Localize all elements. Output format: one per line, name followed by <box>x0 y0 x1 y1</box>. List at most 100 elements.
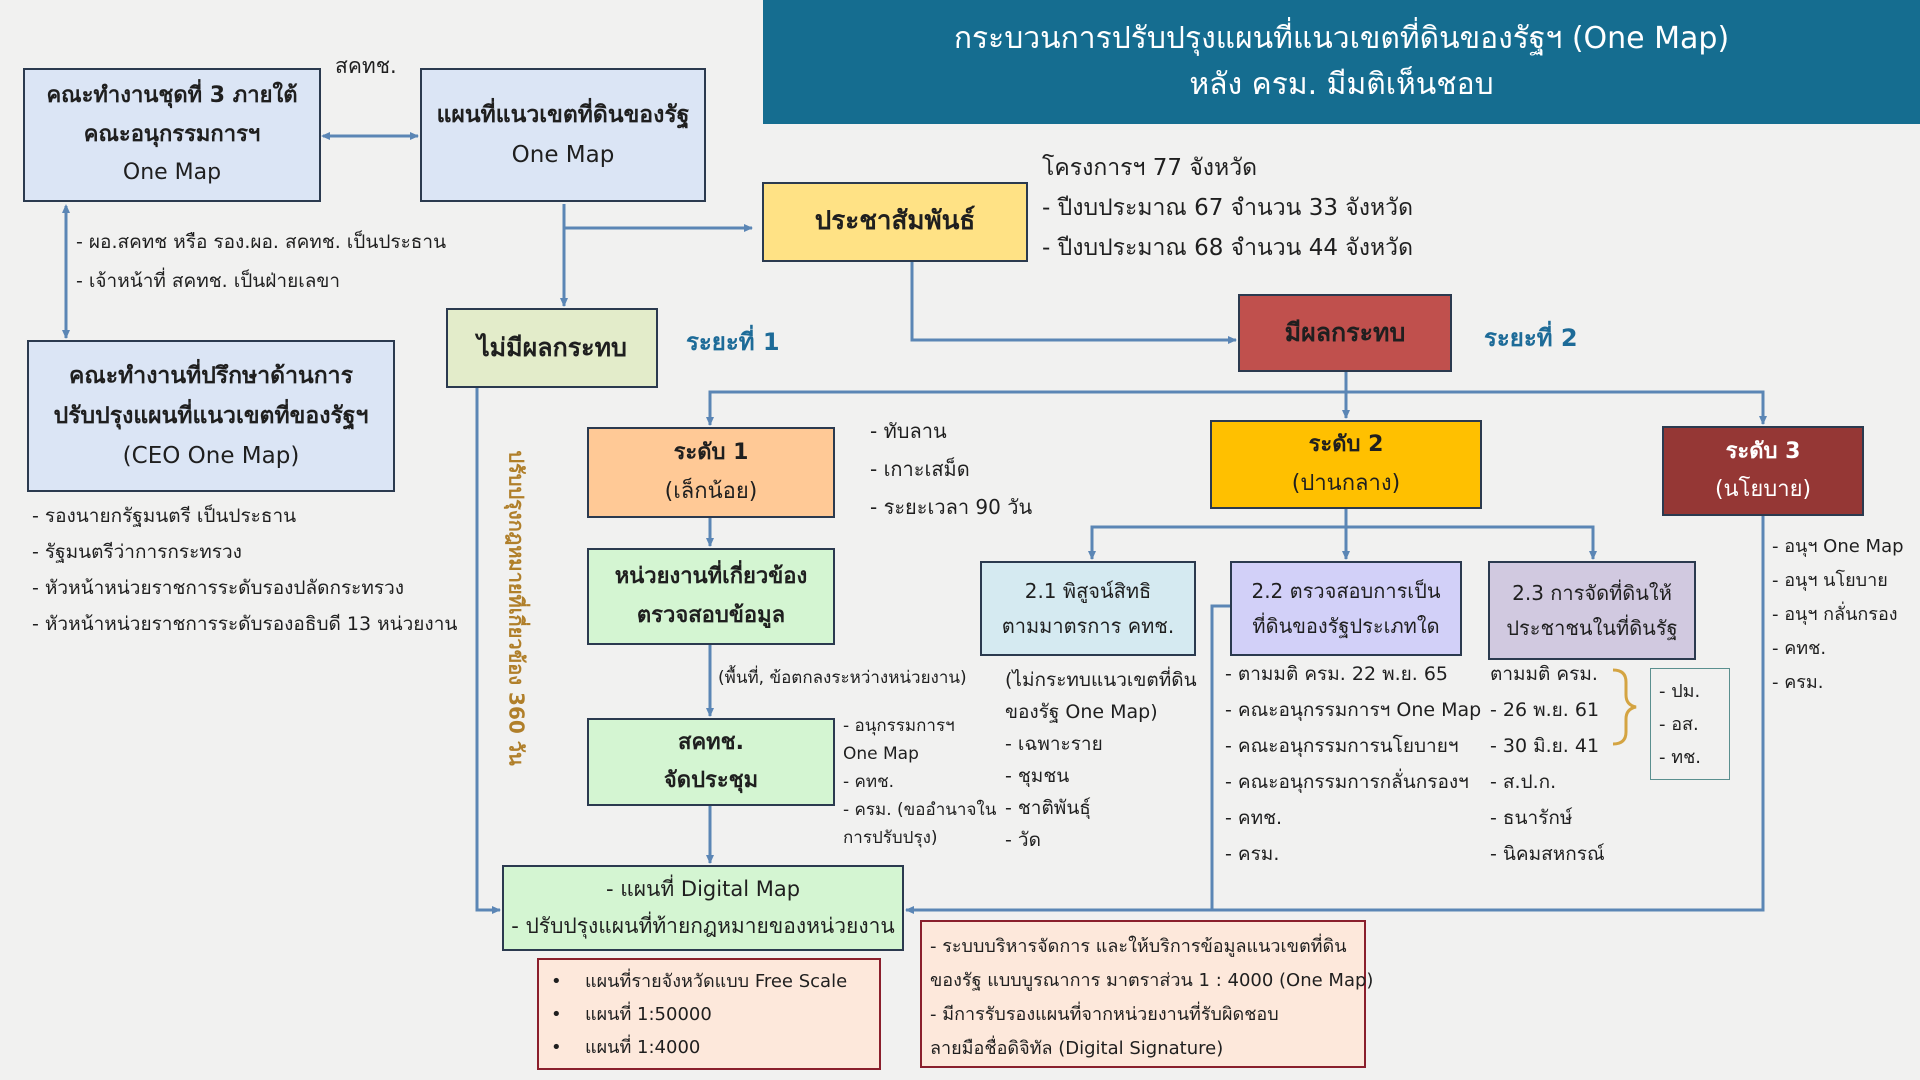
sub21-note-item: ของรัฐ One Map) <box>1005 701 1158 723</box>
meeting-line1: สคทช. <box>678 729 744 755</box>
agencies-check-box: หน่วยงานที่เกี่ยวข้อง ตรวจสอบข้อมูล <box>587 548 835 645</box>
impact-label: มีผลกระทบ <box>1284 318 1406 348</box>
ceo-note-item: - หัวหน้าหน่วยราชการระดับรองอธิบดี 13 หน… <box>32 613 458 635</box>
impact-box: มีผลกระทบ <box>1238 294 1452 372</box>
level2-line2: (ปานกลาง) <box>1291 470 1401 496</box>
sub22-note-item: - คณะอนุกรรมการฯ One Map <box>1225 699 1482 721</box>
level3-note-item: - อนุฯ One Map <box>1772 536 1904 557</box>
sub22-note-item: - ตามมติ ครม. 22 พ.ย. 65 <box>1225 663 1449 685</box>
sub-2-3-box: 2.3 การจัดที่ดินให้ ประชาชนในที่ดินรัฐ <box>1488 561 1696 660</box>
sub21-notes: (ไม่กระทบแนวเขตที่ดิน ของรัฐ One Map) - … <box>1005 664 1197 856</box>
ceo-line1: คณะทำงานที่ปรึกษาด้านการ <box>69 362 353 389</box>
sub23-line2: ประชาชนในที่ดินรัฐ <box>1506 615 1678 640</box>
sub23-side-item: - ทช. <box>1659 747 1702 768</box>
sub21-line1: 2.1 พิสูจน์สิทธิ <box>1024 578 1152 603</box>
ceo-note-item: - รองนายกรัฐมนตรี เป็นประธาน <box>32 505 297 527</box>
sub22-line1: 2.2 ตรวจสอบการเป็น <box>1251 578 1441 603</box>
scale-label: แผนที่ 1:4000 <box>585 1037 701 1058</box>
level3-note-item: - อนุฯ นโยบาย <box>1772 570 1888 591</box>
level3-line1: ระดับ 3 <box>1725 438 1801 464</box>
sub21-note-item: (ไม่กระทบแนวเขตที่ดิน <box>1005 669 1197 691</box>
page-title-line2: หลัง ครม. มีมติเห็นชอบ <box>1189 67 1494 102</box>
pr-note-item: โครงการฯ 77 จังหวัด <box>1042 155 1258 181</box>
system-line2: ของรัฐ แบบบูรณาการ มาตราส่วน 1 : 4000 (O… <box>930 970 1374 991</box>
sub22-note-item: - คทช. <box>1225 807 1283 829</box>
sub22-note-item: - คณะอนุกรรมการกลั่นกรองฯ <box>1225 771 1469 793</box>
phase-2-label: ระยะที่ 2 <box>1484 324 1578 352</box>
sub23-note-item: - 26 พ.ย. 61 <box>1490 699 1600 721</box>
level3-note-item: - คทช. <box>1772 638 1827 659</box>
sub23-note-item: ตามมติ ครม. <box>1490 663 1598 685</box>
level1-line1: ระดับ 1 <box>673 440 749 465</box>
statemap-pr-arrow <box>562 204 753 232</box>
system-line3: - มีการรับรองแผนที่จากหน่วยงานที่รับผิดช… <box>930 1004 1279 1025</box>
sub23-note-item: - นิคมสหกรณ์ <box>1490 843 1605 865</box>
no-impact-box: ไม่มีผลกระทบ <box>446 308 658 388</box>
wg3-line1: คณะทำงานชุดที่ 3 ภายใต้ <box>46 83 298 109</box>
bullet-icon: • <box>551 971 562 992</box>
system-line1: - ระบบบริหารจัดการ และให้บริการข้อมูลแนว… <box>930 936 1347 957</box>
scale-label: แผนที่ 1:50000 <box>585 1004 712 1025</box>
meeting-note-item: - ครม. (ขออำนาจใน <box>843 800 997 820</box>
pr-label: ประชาสัมพันธ์ <box>814 206 976 237</box>
law-revision-text: ปรับปรุงกฎหมายที่เกี่ยวข้อง 360 วัน <box>505 450 530 766</box>
system-line4: ลายมือชื่อดิจิทัล (Digital Signature) <box>930 1038 1224 1059</box>
no-impact-label: ไม่มีผลกระทบ <box>477 333 627 363</box>
okt-label: สคทช. <box>335 54 397 78</box>
scales-list: •แผนที่รายจังหวัดแบบ Free Scale •แผนที่ … <box>551 965 879 1064</box>
level-3-box: ระดับ 3 (นโยบาย) <box>1662 426 1864 516</box>
meeting-notes: - อนุกรรมการฯ One Map - คทช. - ครม. (ขออ… <box>843 712 996 852</box>
level2-sub21-arrow <box>1088 525 1346 560</box>
level1-note-item: - ทับลาน <box>870 419 947 443</box>
level3-notes: - อนุฯ One Map - อนุฯ นโยบาย - อนุฯ กลั่… <box>1772 530 1904 700</box>
impact-level1-arrow <box>706 390 1346 426</box>
agencies-note: (พื้นที่, ข้อตกลงระหว่างหน่วยงาน) <box>718 668 967 688</box>
bullet-icon: • <box>551 1037 562 1058</box>
sub22-notes: - ตามมติ ครม. 22 พ.ย. 65 - คณะอนุกรรมการ… <box>1225 656 1481 872</box>
sub23-notes: ตามมติ ครม. - 26 พ.ย. 61 - 30 มิ.ย. 41 -… <box>1490 656 1605 872</box>
noimpact-digital-arrow <box>475 388 501 914</box>
wg3-line2: คณะอนุกรรมการฯ <box>83 121 261 147</box>
sub21-note-item: - วัด <box>1005 829 1041 851</box>
digital-map-box: - แผนที่ Digital Map - ปรับปรุงแผนที่ท้า… <box>502 865 904 951</box>
ceo-line3: (CEO One Map) <box>122 443 300 470</box>
digital-line1: - แผนที่ Digital Map <box>605 877 801 902</box>
state-map-line1: แผนที่แนวเขตที่ดินของรัฐ <box>436 101 690 128</box>
sub23-note-item: - ธนารักษ์ <box>1490 807 1573 829</box>
wg3-note-item: - ผอ.สคทช หรือ รอง.ผอ. สคทช. เป็นประธาน <box>76 231 447 253</box>
bullet-icon: • <box>551 1004 562 1025</box>
level3-note-item: - อนุฯ กลั่นกรอง <box>1772 604 1898 625</box>
meeting-note-item: - อนุกรรมการฯ <box>843 716 955 736</box>
sub22-line2: ที่ดินของรัฐประเภทใด <box>1252 613 1440 638</box>
meeting-line2: จัดประชุม <box>663 768 759 793</box>
page-header: กระบวนการปรับปรุงแผนที่แนวเขตที่ดินของรั… <box>763 0 1920 124</box>
pr-note-item: - ปีงบประมาณ 68 จำนวน 44 จังหวัด <box>1042 235 1414 261</box>
meeting-note-item: การปรับปรุง) <box>843 828 938 848</box>
pr-notes: โครงการฯ 77 จังหวัด - ปีงบประมาณ 67 จำนว… <box>1042 148 1413 268</box>
level2-sub23-arrow <box>1346 525 1597 560</box>
sub23-note-item: - ส.ป.ก. <box>1490 771 1557 793</box>
wg3-notes: - ผอ.สคทช หรือ รอง.ผอ. สคทช. เป็นประธาน … <box>76 223 446 301</box>
ceo-line2: ปรับปรุงแผนที่แนวเขตที่ของรัฐฯ <box>53 402 369 429</box>
sub21-line2: ตามมาตรการ คทช. <box>1001 613 1175 638</box>
scale-item: • แผนที่ 1:50000 <box>551 998 879 1031</box>
sub23-line1: 2.3 การจัดที่ดินให้ <box>1512 580 1672 605</box>
working-group-3-box: คณะทำงานชุดที่ 3 ภายใต้ คณะอนุกรรมการฯ O… <box>23 68 321 202</box>
meeting-note-item: - คทช. <box>843 772 895 792</box>
sub23-side-list: - ปม. - อส. - ทช. <box>1659 675 1729 774</box>
ceo-one-map-box: คณะทำงานที่ปรึกษาด้านการ ปรับปรุงแผนที่แ… <box>27 340 395 492</box>
page-title-line1: กระบวนการปรับปรุงแผนที่แนวเขตที่ดินของรั… <box>953 20 1730 56</box>
wg3-note-item: - เจ้าหน้าที่ สคทช. เป็นฝ่ายเลขา <box>76 270 341 292</box>
sub21-note-item: - ชาติพันธุ์ <box>1005 797 1091 819</box>
sub21-note-item: - เฉพาะราย <box>1005 733 1103 755</box>
sub22-digital-line <box>1210 604 1230 910</box>
meeting-box: สคทช. จัดประชุม <box>587 718 835 806</box>
level2-line1: ระดับ 2 <box>1308 432 1384 457</box>
state-map-line2: One Map <box>511 142 615 168</box>
brace-icon <box>1612 668 1637 746</box>
pr-note-item: - ปีงบประมาณ 67 จำนวน 33 จังหวัด <box>1042 195 1414 221</box>
level1-note-item: - ระยะเวลา 90 วัน <box>870 495 1033 519</box>
map-scales-box: •แผนที่รายจังหวัดแบบ Free Scale •แผนที่ … <box>537 958 881 1070</box>
sub23-side-box: - ปม. - อส. - ทช. <box>1650 668 1730 780</box>
